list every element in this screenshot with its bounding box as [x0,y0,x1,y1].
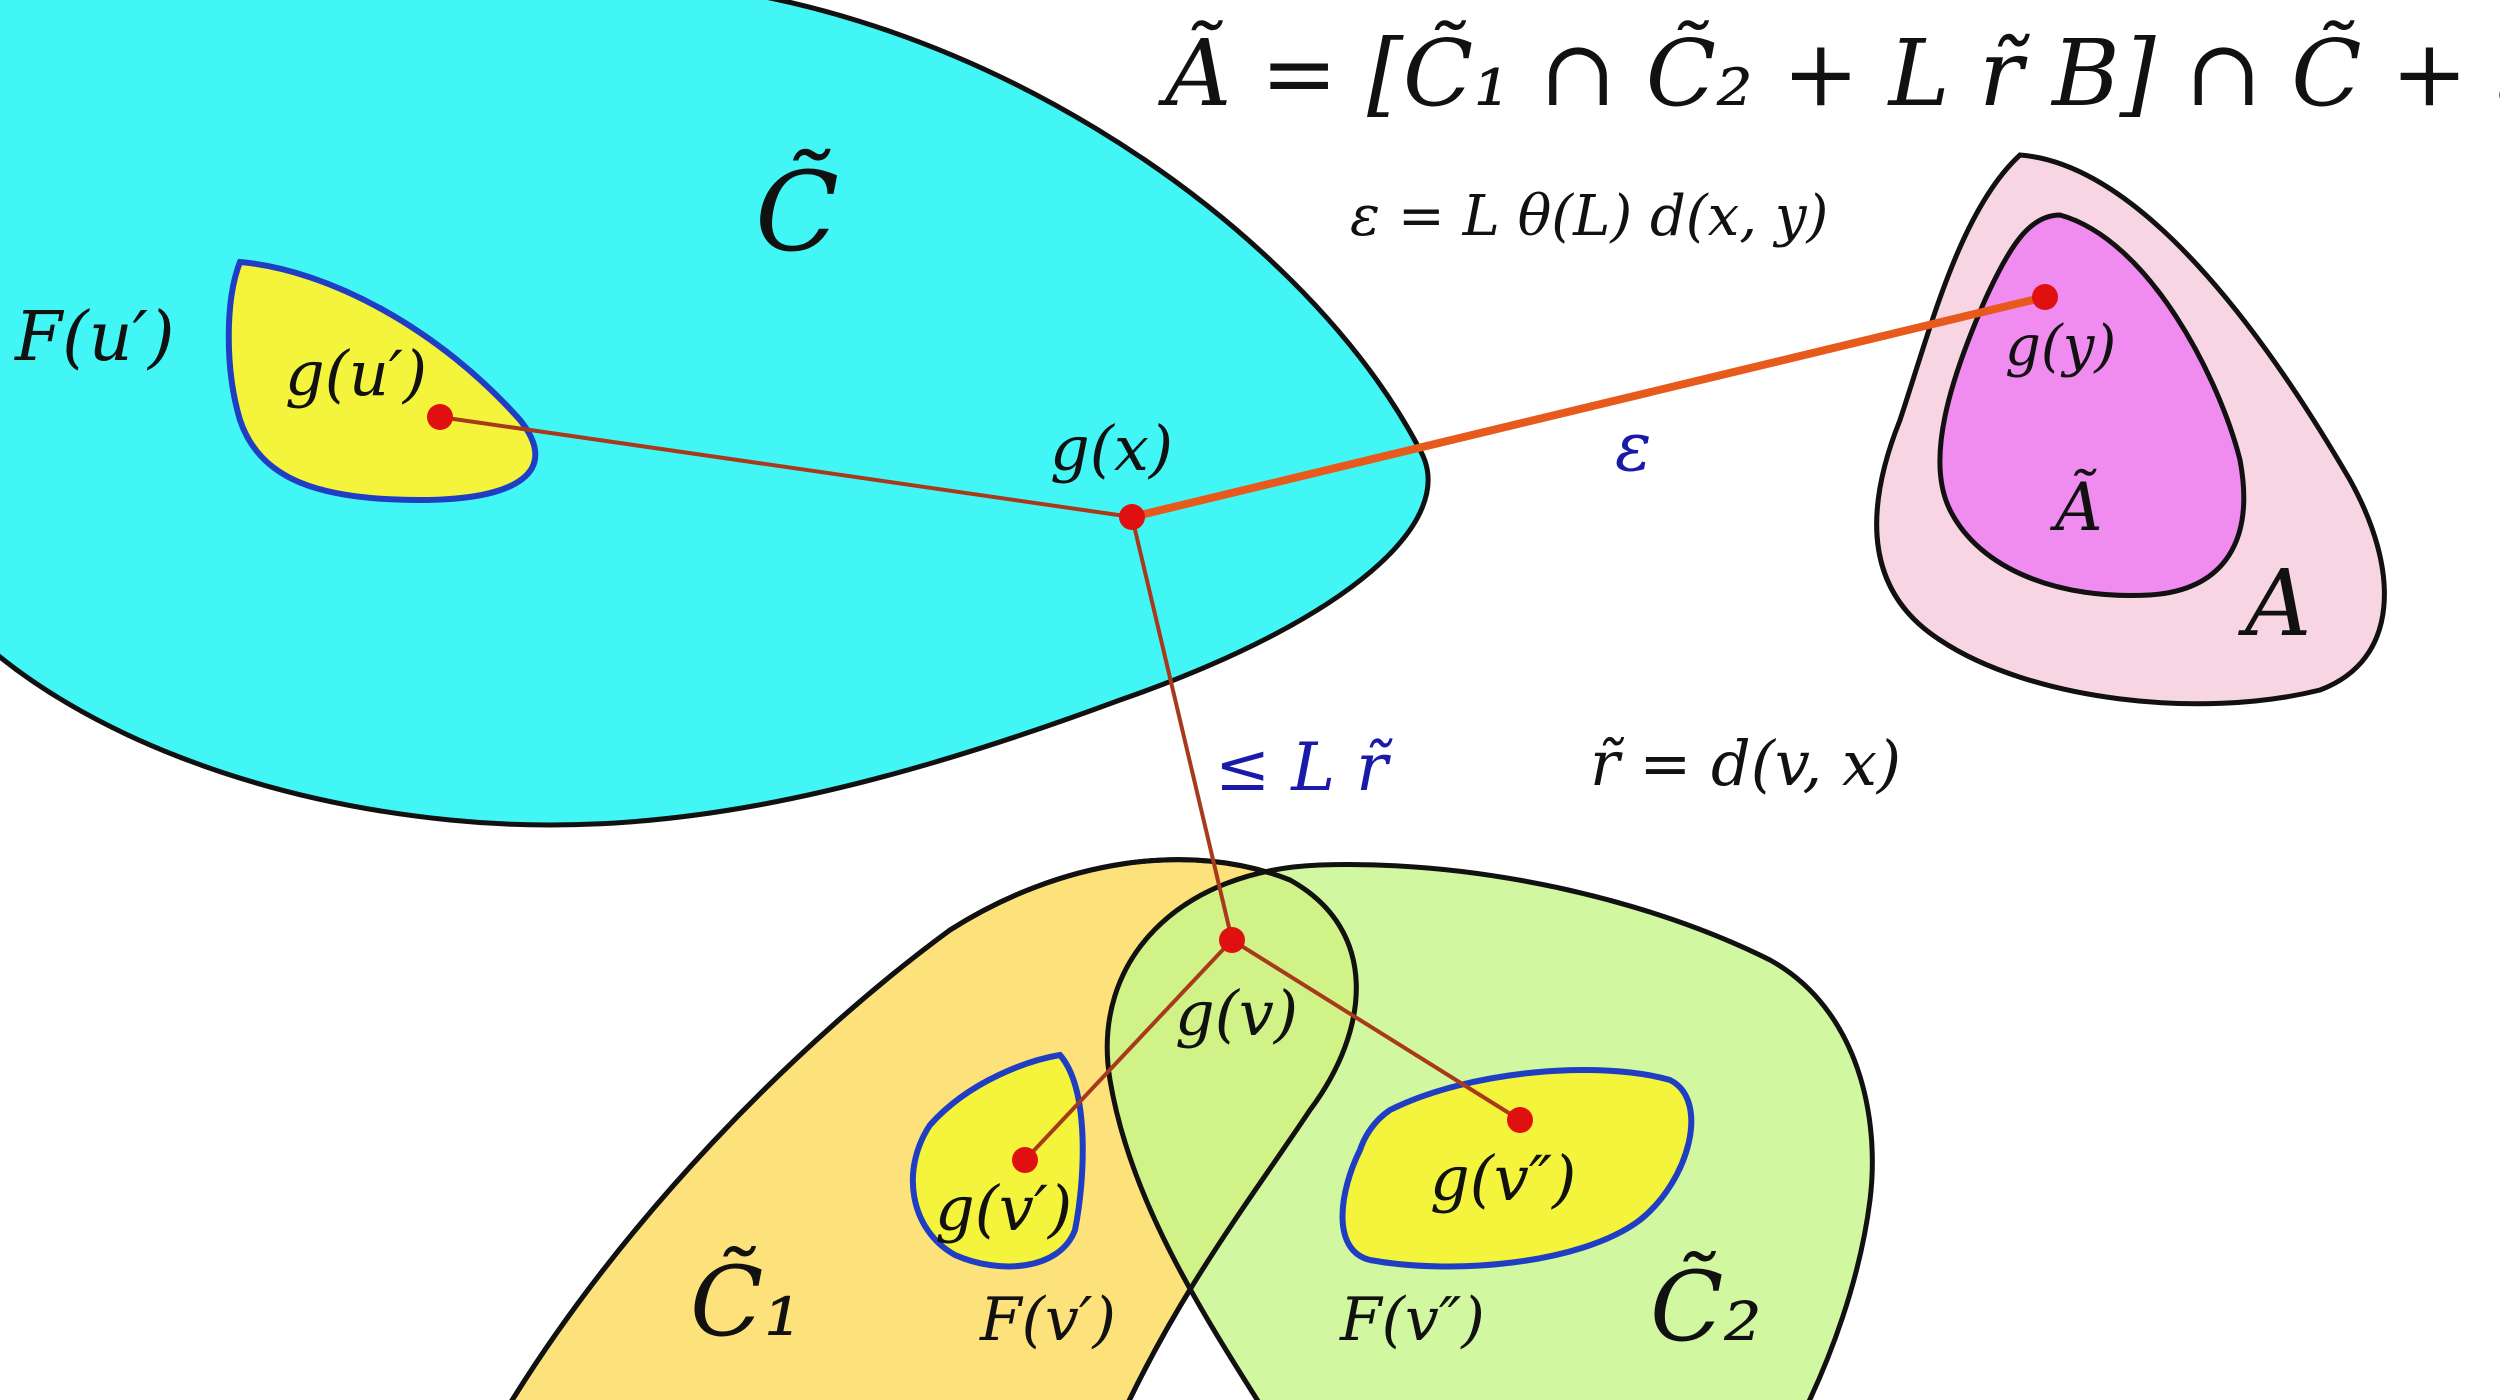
formula-eps: ε = L θ(L) d(x, y) [1350,184,1828,249]
label-a-tilde: Ã [2049,469,2103,546]
label-f-v-dprime: F(v″) [1339,1285,1485,1355]
label-f-u-prime: F(u′) [13,298,174,377]
line-gv-gvdprime [1230,938,1522,1122]
region-a-tilde [1937,212,2247,599]
region-f-u-prime [225,258,539,504]
label-eps: ε [1615,408,1652,487]
label-a: A [2237,550,2311,657]
label-c2: C̃₂ [1650,1251,1762,1363]
label-g-v-prime: g(v′) [935,1172,1072,1245]
point-g-y [2032,284,2058,310]
label-g-y: g(y) [2005,314,2116,379]
point-g-x [1119,504,1145,530]
label-g-u-prime: g(u′) [285,337,427,410]
line-gx-gv [1130,516,1234,941]
label-g-v-dprime: g(v″) [1430,1142,1576,1215]
label-c1: C̃₁ [690,1246,802,1358]
formula-r-tilde: r̃ = d(v, x) [1590,727,1901,800]
line-gx-gu [439,415,1133,519]
label-f-v-prime: F(v′) [979,1285,1116,1355]
line-gv-gvprime [1023,938,1234,1162]
label-g-v: g(v) [1175,977,1298,1050]
label-g-x: g(x) [1050,412,1173,485]
region-f-v-dprime [1339,1067,1695,1270]
point-g-v-dprime [1507,1107,1533,1133]
label-le-lr: ≤ L r̃ [1215,729,1393,806]
region-c-tilde [0,0,1431,828]
label-c-tilde: C̃ [755,148,839,276]
region-c1-outline [509,857,1359,1400]
point-g-u-prime [427,404,453,430]
line-eps-gx-gy [1131,293,2046,521]
formula-main: Ã = [C̃₁ ∩ C̃₂ + L r̃ B] ∩ C̃ + ε B [1157,20,2500,127]
region-f-v-prime [909,1051,1086,1270]
point-g-v-prime [1012,1147,1038,1173]
point-g-v [1219,927,1245,953]
